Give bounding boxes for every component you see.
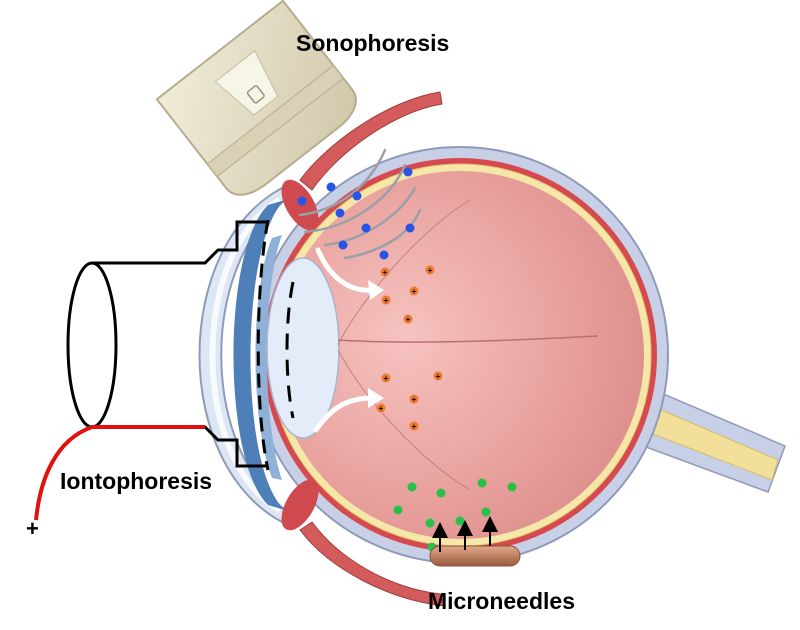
ionto-particle-charge: + bbox=[384, 374, 389, 383]
ionto-particle-charge: + bbox=[384, 296, 389, 305]
microneedle-patch-icon bbox=[429, 516, 521, 567]
micro-particle bbox=[455, 516, 465, 526]
sono-particle bbox=[338, 240, 348, 250]
ionto-particle-charge: + bbox=[412, 287, 417, 296]
micro-particle bbox=[507, 482, 517, 492]
micro-particle bbox=[477, 478, 487, 488]
ionto-particle bbox=[409, 421, 419, 431]
lower-eyelid bbox=[299, 521, 446, 607]
label-sonophoresis: Sonophoresis bbox=[296, 30, 450, 56]
sono-particle bbox=[352, 191, 362, 201]
sono-particle bbox=[326, 182, 336, 192]
sono-particle bbox=[335, 208, 345, 218]
ionto-particle-charge: + bbox=[412, 422, 417, 431]
ionto-particle bbox=[403, 314, 413, 324]
micro-particle bbox=[425, 518, 435, 528]
ionto-particle bbox=[376, 403, 386, 413]
ionto-particle bbox=[433, 371, 443, 381]
micro-particle bbox=[481, 507, 491, 517]
electrode-wire bbox=[34, 425, 93, 521]
micro-particle bbox=[436, 488, 446, 498]
ionto-particle-charge: + bbox=[383, 268, 388, 277]
ionto-particle bbox=[409, 286, 419, 296]
sono-particle bbox=[297, 196, 307, 206]
label-positive-terminal: + bbox=[26, 516, 39, 541]
ionto-particle bbox=[380, 267, 390, 277]
ultrasound-probe-icon bbox=[155, 0, 357, 196]
micro-particle bbox=[407, 482, 417, 492]
ionto-particle bbox=[381, 295, 391, 305]
drug-particles: + + + + + + + + + + bbox=[297, 167, 517, 552]
sound-waves bbox=[298, 148, 422, 260]
sono-particle bbox=[405, 223, 415, 233]
flow-arrowheads bbox=[368, 280, 384, 408]
sono-particle bbox=[379, 250, 389, 260]
sono-particle bbox=[361, 223, 371, 233]
ionto-particle bbox=[381, 373, 391, 383]
dashed-boundary bbox=[256, 219, 270, 471]
ionto-particle-charge: + bbox=[412, 395, 417, 404]
ionto-particle bbox=[425, 265, 435, 275]
iris bbox=[233, 200, 285, 510]
label-iontophoresis: Iontophoresis bbox=[60, 468, 213, 494]
ionto-particle bbox=[409, 394, 419, 404]
vitreous-body bbox=[276, 171, 644, 539]
ionto-particle-charge: + bbox=[406, 315, 411, 324]
micro-particle bbox=[393, 505, 403, 515]
upper-eyelid bbox=[299, 91, 443, 191]
label-microneedles: Microneedles bbox=[428, 588, 575, 614]
ionto-particle-charge: + bbox=[428, 266, 433, 275]
flow-arrows bbox=[313, 247, 375, 433]
ionto-particle-charge: + bbox=[379, 404, 384, 413]
ionto-particle-charge: + bbox=[436, 372, 441, 381]
sono-particle bbox=[403, 167, 413, 177]
lens bbox=[266, 257, 340, 439]
